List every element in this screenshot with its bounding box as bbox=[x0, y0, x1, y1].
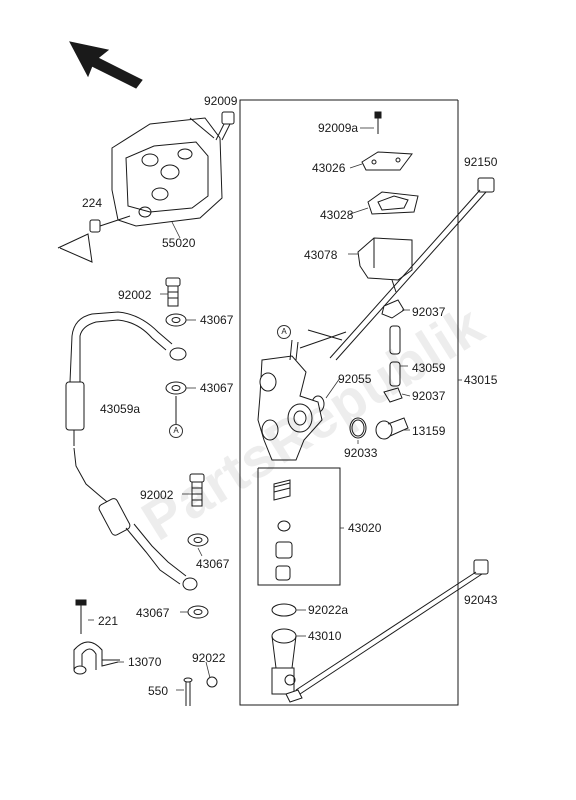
banjo-bolt-92002-top bbox=[165, 277, 181, 307]
part-label-92037-top: 92037 bbox=[412, 305, 446, 319]
subassembly-box-43020 bbox=[257, 467, 341, 586]
hose-43059 bbox=[389, 325, 401, 387]
clamp-92037-top bbox=[381, 299, 405, 319]
brake-hose-43059a bbox=[65, 311, 198, 591]
part-label-92043: 92043 bbox=[464, 593, 498, 607]
part-label-43010: 43010 bbox=[308, 629, 342, 643]
part-label-43078: 43078 bbox=[304, 248, 338, 262]
reference-marker-a-hose: A bbox=[169, 424, 183, 438]
part-label-92002-top: 92002 bbox=[118, 288, 152, 302]
part-label-43067-a: 43067 bbox=[200, 313, 234, 327]
screw-92009a bbox=[374, 111, 382, 134]
part-label-550: 550 bbox=[148, 684, 169, 698]
reservoir-43078 bbox=[357, 237, 413, 293]
part-label-43015: 43015 bbox=[464, 373, 498, 387]
part-label-92022: 92022 bbox=[192, 651, 226, 665]
reservoir-cap-43026 bbox=[361, 151, 413, 171]
oring-92033 bbox=[349, 417, 367, 439]
cotter-92022 bbox=[206, 676, 218, 688]
reference-marker-a-body: A bbox=[277, 325, 291, 339]
diaphragm-43028 bbox=[367, 191, 419, 215]
part-label-43067-d: 43067 bbox=[136, 606, 170, 620]
bolt-92043 bbox=[295, 559, 489, 695]
washer-43067-d bbox=[187, 605, 209, 619]
bolt-92150 bbox=[329, 177, 495, 361]
part-label-92002-b: 92002 bbox=[140, 488, 174, 502]
part-label-92009: 92009 bbox=[204, 94, 238, 108]
pin-550 bbox=[183, 677, 193, 706]
clamp-13070 bbox=[73, 641, 120, 675]
pushrod-43010 bbox=[271, 628, 303, 703]
part-label-43067-b: 43067 bbox=[200, 381, 234, 395]
part-label-43020: 43020 bbox=[348, 521, 382, 535]
piston-kit-43020 bbox=[273, 479, 293, 581]
part-label-43026: 43026 bbox=[312, 161, 346, 175]
washer-43067-b bbox=[165, 381, 187, 395]
bracket-55020 bbox=[111, 117, 223, 227]
clamp-92037-lower bbox=[383, 387, 403, 403]
part-label-13159: 13159 bbox=[412, 424, 446, 438]
master-cylinder-body bbox=[257, 339, 323, 461]
washer-43067-a bbox=[165, 313, 187, 327]
part-label-43059a: 43059a bbox=[100, 402, 141, 416]
washer-43067-c bbox=[187, 533, 209, 547]
banjo-bolt-92002-bottom bbox=[189, 473, 205, 507]
part-label-92037-b: 92037 bbox=[412, 389, 446, 403]
ring-92022a bbox=[271, 603, 297, 617]
part-label-13070: 13070 bbox=[128, 655, 162, 669]
part-label-43028: 43028 bbox=[320, 208, 354, 222]
part-label-55020: 55020 bbox=[162, 236, 196, 250]
fitting-13159 bbox=[375, 417, 409, 440]
part-label-221: 221 bbox=[98, 614, 119, 628]
part-label-92055: 92055 bbox=[338, 372, 372, 386]
part-label-92022a: 92022a bbox=[308, 603, 349, 617]
part-label-92150: 92150 bbox=[464, 155, 498, 169]
part-label-92009a: 92009a bbox=[318, 121, 359, 135]
assembly-box-43015 bbox=[239, 99, 459, 706]
direction-arrow-icon bbox=[69, 41, 143, 89]
part-label-224: 224 bbox=[82, 196, 103, 210]
part-label-43059: 43059 bbox=[412, 361, 446, 375]
bolt-224 bbox=[89, 215, 131, 233]
bolt-92009 bbox=[215, 111, 235, 141]
part-label-92033: 92033 bbox=[344, 446, 378, 460]
screw-221 bbox=[75, 599, 87, 634]
part-label-43067-c: 43067 bbox=[196, 557, 230, 571]
